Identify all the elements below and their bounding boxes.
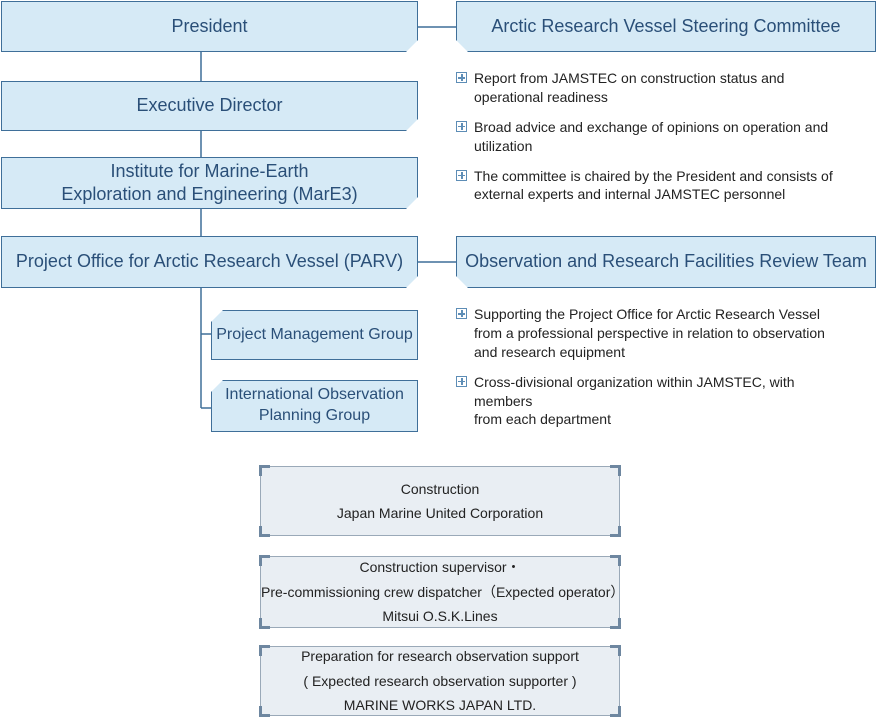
plus-square-icon xyxy=(456,375,467,387)
crew-dispatcher-label: Pre-commissioning crew dispatcher（Expect… xyxy=(261,583,625,600)
parv-label: Project Office for Arctic Research Vesse… xyxy=(15,251,404,272)
bullet-item: Report from JAMSTEC on construction stat… xyxy=(456,69,846,107)
international-observation-planning-group-box: International Observation Planning Group xyxy=(211,380,418,432)
project-management-group-label: Project Management Group xyxy=(216,325,413,343)
executive-director-label: Executive Director xyxy=(136,95,283,116)
steering-committee-bullets: Report from JAMSTEC on construction stat… xyxy=(456,69,846,215)
intl-group-label-line1: International Observation xyxy=(225,386,404,404)
construction-box: Construction Japan Marine United Corpora… xyxy=(259,465,621,537)
president-box: President xyxy=(1,1,418,52)
parv-box: Project Office for Arctic Research Vesse… xyxy=(1,236,418,288)
institute-box: Institute for Marine-Earth Exploration a… xyxy=(1,157,418,209)
review-team-box: Observation and Research Facilities Revi… xyxy=(456,236,876,288)
intl-group-label-line2: Planning Group xyxy=(258,407,371,424)
supervisor-label: Construction supervisor・ xyxy=(359,559,521,576)
construction-company: Japan Marine United Corporation xyxy=(336,505,544,521)
bullet-item: Supporting the Project Office for Arctic… xyxy=(456,305,846,362)
executive-director-box: Executive Director xyxy=(1,81,418,131)
president-label: President xyxy=(171,15,248,36)
plus-square-icon xyxy=(456,72,467,83)
observation-support-label: Preparation for research observation sup… xyxy=(301,648,579,665)
steering-committee-title: Arctic Research Vessel Steering Committe… xyxy=(491,15,841,36)
supervisor-company: Mitsui O.S.K.Lines xyxy=(382,608,498,625)
review-team-bullets: Supporting the Project Office for Arctic… xyxy=(456,305,846,440)
bullet-item: Cross-divisional organization within JAM… xyxy=(456,373,846,430)
review-team-title: Observation and Research Facilities Revi… xyxy=(465,251,867,272)
steering-committee-box: Arctic Research Vessel Steering Committe… xyxy=(456,1,876,52)
construction-label: Construction xyxy=(400,480,480,497)
bullet-item: Broad advice and exchange of opinions on… xyxy=(456,118,846,156)
observation-supporter-label: ( Expected research observation supporte… xyxy=(303,672,577,689)
plus-square-icon xyxy=(456,308,467,319)
plus-square-icon xyxy=(456,120,467,132)
observation-support-box: Preparation for research observation sup… xyxy=(259,645,621,717)
construction-supervisor-box: Construction supervisor・ Pre-commissioni… xyxy=(259,555,625,629)
institute-label-line2: Exploration and Engineering (MarE3) xyxy=(61,184,358,204)
institute-label-line1: Institute for Marine-Earth xyxy=(110,160,309,181)
project-management-group-box: Project Management Group xyxy=(211,310,418,360)
observation-support-company: MARINE WORKS JAPAN LTD. xyxy=(343,697,537,714)
bullet-item: The committee is chaired by the Presiden… xyxy=(456,167,846,205)
plus-square-icon xyxy=(456,169,467,181)
